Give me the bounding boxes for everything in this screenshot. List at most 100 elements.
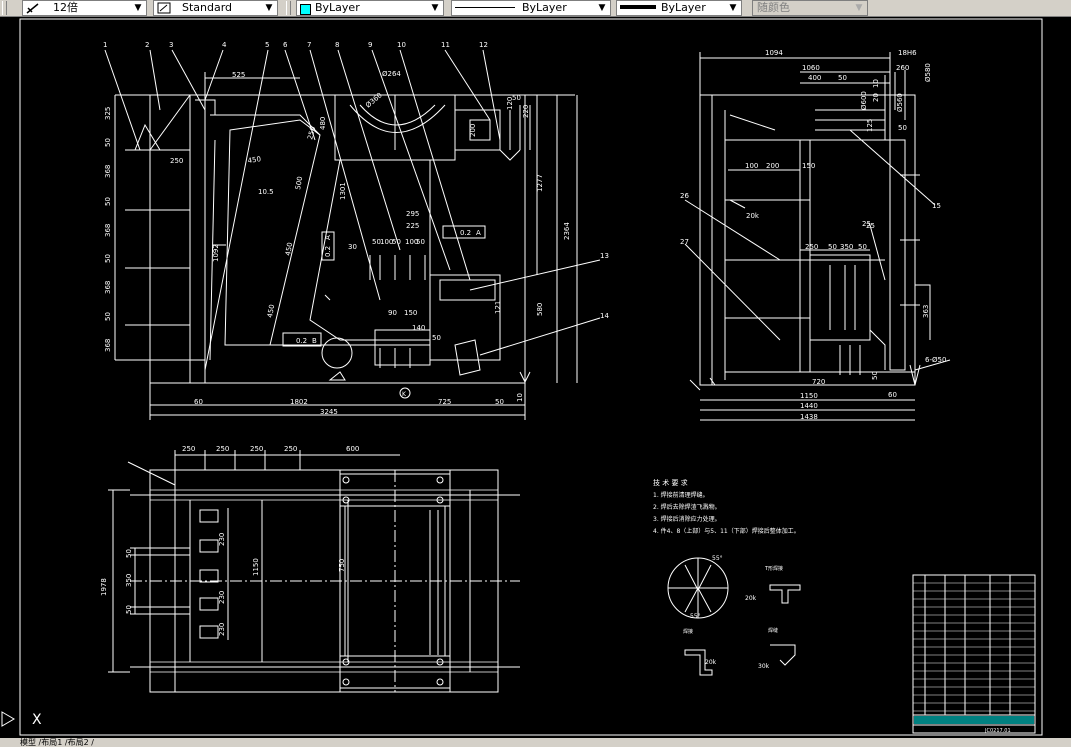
dim-text: 50 xyxy=(898,124,907,132)
datum-label: A xyxy=(476,229,481,237)
balloon: 4 xyxy=(222,41,227,49)
dim-text: 450 xyxy=(284,242,294,257)
dim-text: Ø580 xyxy=(924,63,932,82)
layer-value: ByLayer xyxy=(315,1,360,14)
datum-label: B xyxy=(312,337,317,345)
dim-text: 6-Ø50 xyxy=(925,356,946,364)
dim-text: 600 xyxy=(346,445,359,453)
dim-text: 50 xyxy=(828,243,837,251)
balloon: 12 xyxy=(479,41,488,49)
linetype-value: ByLayer xyxy=(522,1,567,14)
dim-text: 1094 xyxy=(765,49,783,57)
weld-label: 20k xyxy=(745,595,757,602)
dim-text: 2364 xyxy=(563,222,571,240)
dim-text: 50 xyxy=(125,605,133,614)
dim-text: 50 xyxy=(104,197,112,206)
section-label: K xyxy=(402,391,407,398)
layout-tabs-bar: 模型 /布局1 /布局2 / xyxy=(0,738,1071,747)
side-view xyxy=(684,52,951,421)
balloon: 26 xyxy=(680,192,689,200)
layout-tabs[interactable]: 模型 /布局1 /布局2 / xyxy=(20,738,94,747)
linetype-select[interactable]: ByLayer ▼ xyxy=(451,0,611,16)
dim-text: 50 xyxy=(104,138,112,147)
dim-text: 480 xyxy=(319,117,327,130)
dim-text: 120 xyxy=(506,97,514,110)
angle-label: 55° xyxy=(712,555,723,562)
dim-text: 150 xyxy=(802,162,815,170)
dim-text: 450 xyxy=(266,304,276,319)
dim-text: 25 xyxy=(866,222,875,230)
notes-title: 技 术 要 求 xyxy=(653,478,688,487)
dim-text: 200 xyxy=(469,124,477,137)
balloon: 10 xyxy=(397,41,406,49)
lineweight-select[interactable]: ByLayer ▼ xyxy=(616,0,742,16)
balloon: 13 xyxy=(600,252,609,260)
chevron-down-icon[interactable]: ▼ xyxy=(855,3,863,13)
color-swatch-icon xyxy=(300,4,311,15)
dim-text: 225 xyxy=(406,222,419,230)
dim-text: 295 xyxy=(406,210,419,218)
drawing-canvas[interactable]: JC0217.01 1 2 3 4 5 6 7 8 9 10 11 12 13 … xyxy=(0,17,1071,747)
scale-select[interactable]: 12倍 ▼ xyxy=(22,0,147,16)
text-style-select[interactable]: Standard ▼ xyxy=(153,0,278,16)
properties-toolbar: 12倍 ▼ Standard ▼ ByLayer ▼ ByLayer ▼ ByL… xyxy=(0,0,1071,17)
dim-text: 50 xyxy=(125,549,133,558)
lineweight-value: ByLayer xyxy=(661,1,706,14)
chevron-down-icon[interactable]: ▼ xyxy=(134,3,142,13)
toolbar-grip[interactable] xyxy=(2,1,7,15)
dim-text: Ø264 xyxy=(382,70,401,78)
sheet-border xyxy=(19,18,1043,736)
dim-text: 580 xyxy=(536,303,544,316)
weld-label: 20k xyxy=(705,659,717,666)
dim-text: 350 xyxy=(125,574,133,587)
dim-text: 50 xyxy=(104,254,112,263)
dim-text: 450 xyxy=(247,155,261,165)
title-block xyxy=(912,574,1036,734)
dim-text: 50 xyxy=(512,94,521,102)
note-item: 2. 焊后去除焊渣飞溅物。 xyxy=(653,503,721,511)
dim-text: 50 xyxy=(392,238,401,246)
dim-text: 325 xyxy=(104,107,112,120)
dim-text: 50 xyxy=(416,238,425,246)
dim-text: 30 xyxy=(348,243,357,251)
dim-text: 250 xyxy=(216,445,229,453)
dim-text: 100 xyxy=(380,238,393,246)
dim-text: 368 xyxy=(104,224,112,237)
dim-text: 60 xyxy=(194,398,203,406)
weld-label: 30k xyxy=(758,663,770,670)
color-select[interactable]: 随颜色 ▼ xyxy=(752,0,868,16)
layer-select[interactable]: ByLayer ▼ xyxy=(296,0,444,16)
dim-text: 1277 xyxy=(536,174,544,192)
balloon: 5 xyxy=(265,41,269,49)
dim-text: 260 xyxy=(896,64,909,72)
dim-text: 250 xyxy=(306,126,317,141)
dim-text: 1440 xyxy=(800,402,818,410)
balloon: 9 xyxy=(368,41,372,49)
chevron-down-icon[interactable]: ▼ xyxy=(265,3,273,13)
title-block-band xyxy=(914,716,1034,724)
dim-text: 720 xyxy=(812,378,825,386)
dim-text: 368 xyxy=(104,281,112,294)
dim-text: 1060 xyxy=(802,64,820,72)
chevron-down-icon[interactable]: ▼ xyxy=(431,3,439,13)
dim-text: 1301 xyxy=(339,182,347,200)
chevron-down-icon[interactable]: ▼ xyxy=(598,3,606,13)
chevron-down-icon[interactable]: ▼ xyxy=(729,3,737,13)
balloon: 3 xyxy=(169,41,173,49)
toolbar-grip[interactable] xyxy=(286,1,291,15)
dimension-style-icon xyxy=(26,2,40,14)
weld-label: 焊缝 xyxy=(768,627,778,634)
balloon: 2 xyxy=(145,41,149,49)
dim-text: 363 xyxy=(922,305,930,318)
dim-text: 725 xyxy=(438,398,451,406)
balloon: 27 xyxy=(680,238,689,246)
dim-text: 1150 xyxy=(252,558,260,576)
dim-text: 250 xyxy=(284,445,297,453)
dim-text: 250 xyxy=(182,445,195,453)
note-item: 1. 焊接前清理焊缝。 xyxy=(653,491,709,499)
dim-text: 350 xyxy=(840,243,853,251)
dim-text: 220 xyxy=(522,105,530,118)
ucs-axis-label: X xyxy=(32,712,42,728)
dim-text: 1802 xyxy=(290,398,308,406)
dim-text: 90 xyxy=(388,309,397,317)
